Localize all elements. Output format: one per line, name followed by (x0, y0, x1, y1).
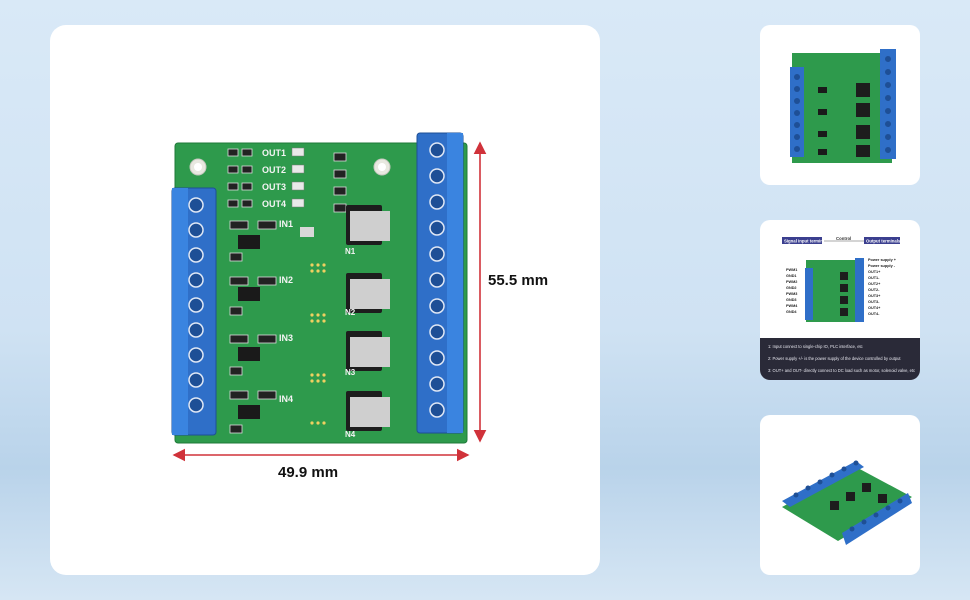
channel-2: IN2 N2 (229, 273, 390, 317)
channel-3: IN3 N3 (229, 331, 390, 377)
signal-terminals-label: Signal input terminals (784, 239, 829, 244)
pin-out3-minus: OUT3- (868, 300, 880, 304)
pcb-board (175, 143, 467, 443)
main-product-image: OUT1 OUT2 OUT3 OUT4 IN1 N1 IN2 (50, 25, 600, 575)
left-terminal-block (171, 187, 217, 436)
n2-label: N2 (345, 308, 356, 317)
out2-label: OUT2 (262, 165, 286, 175)
pin-gnd1: GND1 (786, 274, 797, 278)
n3-label: N3 (345, 368, 356, 377)
right-terminal-block (416, 132, 464, 434)
pin-gnd2: GND2 (786, 286, 797, 290)
note-1: 1: Input connect to single-chip IO, PLC … (768, 344, 863, 349)
pin-out2-minus: OUT2- (868, 288, 880, 292)
n4-label: N4 (345, 430, 356, 439)
thumbnail-wiring-diagram[interactable]: Signal input terminals Control Output te… (760, 220, 920, 380)
channel-4: IN4 N4 (229, 390, 390, 439)
pin-out4-minus: OUT4- (868, 312, 880, 316)
in3-label: IN3 (279, 333, 293, 343)
pin-pwm4: PWM4 (786, 304, 798, 308)
pin-out1-minus: OUT1- (868, 276, 880, 280)
out4-label: OUT4 (262, 199, 286, 209)
pin-pwm2: PWM2 (786, 280, 797, 284)
pin-out3-plus: OUT3+ (868, 294, 881, 298)
wiring-diagram-image: Signal input terminals Control Output te… (782, 236, 901, 322)
in2-label: IN2 (279, 275, 293, 285)
pin-pwm1: PWM1 (786, 268, 797, 272)
pin-gnd3: GND3 (786, 298, 797, 302)
pin-out1-plus: OUT1+ (868, 270, 881, 274)
n1-label: N1 (345, 247, 356, 256)
mosfet-board-photo: OUT1 OUT2 OUT3 OUT4 IN1 N1 IN2 (171, 132, 487, 462)
note-2: 2: Power supply +/- is the power supply … (768, 356, 901, 361)
in1-label: IN1 (279, 219, 293, 229)
height-dimension-label: 55.5 mm (488, 272, 549, 289)
pin-pwm3: PWM3 (786, 292, 797, 296)
in4-label: IN4 (279, 394, 293, 404)
board-thumbnail-image (790, 49, 896, 163)
out3-label: OUT3 (262, 182, 286, 192)
pin-power-plus: Power supply + (868, 258, 897, 262)
angled-board-image (782, 460, 912, 545)
pin-out2-plus: OUT2+ (868, 282, 881, 286)
note-3: 3: OUT+ and OUT- directly connect to DC … (768, 368, 916, 373)
wiring-notes-panel: 1: Input connect to single-chip IO, PLC … (760, 338, 920, 380)
pin-gnd4: GND4 (786, 310, 797, 314)
output-terminals-label: Output terminals (866, 239, 901, 244)
pin-out4-plus: OUT4+ (868, 306, 881, 310)
thumbnail-angled-view[interactable] (760, 415, 920, 575)
control-label: Control (836, 236, 851, 241)
out1-label: OUT1 (262, 148, 286, 158)
thumbnail-top-view[interactable] (760, 25, 920, 185)
width-dimension-label: 49.9 mm (278, 464, 339, 481)
pin-power-minus: Power supply - (868, 264, 896, 268)
channel-1: IN1 N1 (229, 205, 390, 262)
